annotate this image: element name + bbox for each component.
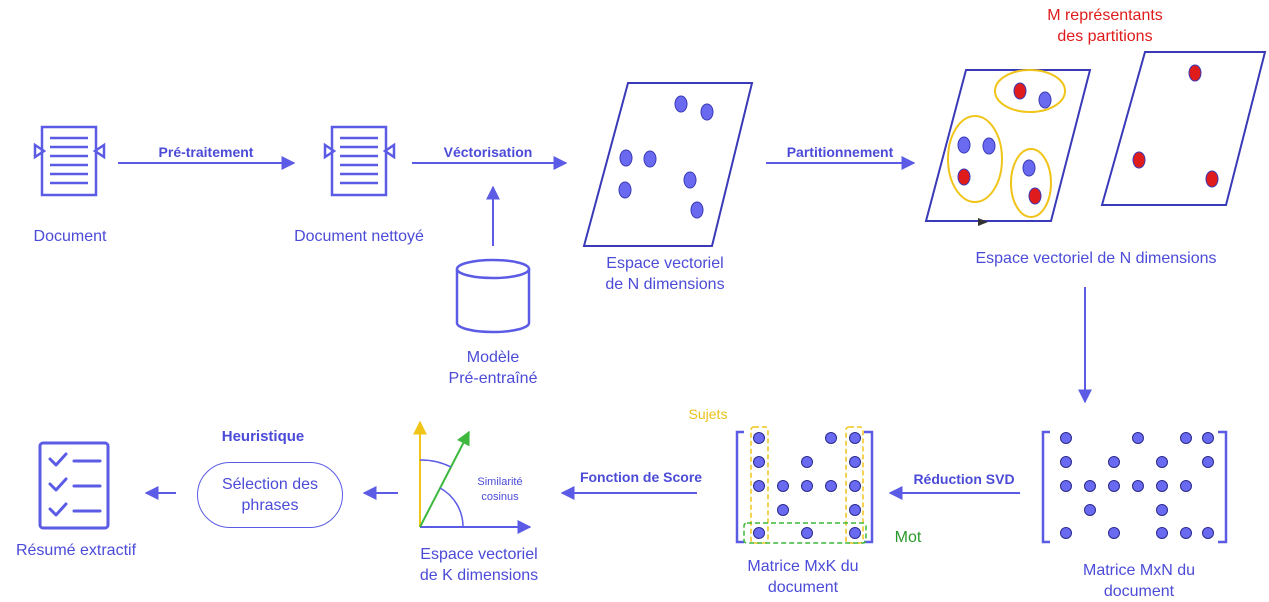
mot-label: Mot bbox=[894, 529, 922, 546]
document-nettoye-label: Document nettoyé bbox=[294, 228, 424, 245]
matrix-mxn bbox=[1041, 430, 1228, 544]
espace1-line1: Espace vectoriel bbox=[606, 255, 724, 272]
matrix-mxn-dots bbox=[1060, 432, 1214, 539]
resume-label: Résumé extractif bbox=[15, 542, 137, 559]
vector-points bbox=[618, 95, 714, 219]
representatives-space bbox=[1100, 51, 1267, 206]
matrice-mxk-line2: document bbox=[767, 579, 839, 596]
matrix-mxk bbox=[735, 430, 874, 544]
cluster-circles bbox=[947, 69, 1066, 218]
representants-line2: des partitions bbox=[1057, 28, 1153, 45]
heuristique-label: Heuristique bbox=[221, 428, 305, 445]
modele-label: Modèle Pré-entraîné bbox=[413, 347, 573, 389]
modele-line1: Modèle bbox=[466, 349, 520, 366]
similarite-line1: Similarité bbox=[477, 476, 523, 488]
matrice-mxn-line2: document bbox=[1103, 583, 1175, 600]
espace1-line2: de N dimensions bbox=[605, 276, 725, 293]
sujets-label: Sujets bbox=[688, 406, 728, 422]
selection-phrases-node: Sélection des phrases bbox=[197, 462, 343, 528]
word-row bbox=[743, 522, 867, 544]
matrice-mxn-label: Matrice MxN du document bbox=[1054, 560, 1224, 602]
matrice-mxk-line1: Matrice MxK du bbox=[747, 558, 859, 575]
modele-line2: Pré-entraîné bbox=[448, 370, 538, 387]
fonction-score-label: Fonction de Score bbox=[579, 469, 703, 485]
topic-columns bbox=[750, 426, 864, 544]
document-label: Document bbox=[33, 228, 107, 245]
espace2-label: Espace vectoriel de N dimensions bbox=[975, 250, 1217, 267]
partitionnement-label: Partitionnement bbox=[786, 144, 894, 160]
matrice-mxn-line1: Matrice MxN du bbox=[1082, 562, 1196, 579]
clustered-vector-space bbox=[924, 69, 1092, 222]
representants-label: M représentants des partitions bbox=[1020, 5, 1190, 47]
cleaned-document-icon bbox=[323, 125, 396, 197]
selection-line2: phrases bbox=[241, 497, 299, 514]
matrice-mxk-label: Matrice MxK du document bbox=[718, 556, 888, 598]
representative-points bbox=[1132, 64, 1219, 188]
similarite-line2: cosinus bbox=[481, 491, 519, 503]
document-icon bbox=[33, 125, 106, 197]
database-icon bbox=[455, 258, 531, 334]
similarite-label: Similarité cosinus bbox=[464, 475, 536, 505]
espace3-label: Espace vectoriel de K dimensions bbox=[394, 544, 564, 586]
espace3-line2: de K dimensions bbox=[419, 567, 539, 584]
representants-line1: M représentants bbox=[1047, 7, 1163, 24]
selection-line1: Sélection des bbox=[221, 476, 319, 493]
vectorisation-label: Véctorisation bbox=[443, 144, 533, 160]
checklist-icon bbox=[38, 441, 110, 530]
espace3-line1: Espace vectoriel bbox=[420, 546, 538, 563]
cosine-similarity-graphic bbox=[413, 420, 532, 534]
espace1-label: Espace vectoriel de N dimensions bbox=[580, 253, 750, 295]
reduction-svd-label: Réduction SVD bbox=[913, 471, 1015, 487]
vector-space-n-dims bbox=[582, 82, 754, 247]
matrix-mxk-dots bbox=[753, 432, 861, 539]
small-arrowhead bbox=[978, 218, 988, 226]
pretraitement-label: Pré-traitement bbox=[158, 144, 254, 160]
cluster-points bbox=[957, 82, 1052, 205]
